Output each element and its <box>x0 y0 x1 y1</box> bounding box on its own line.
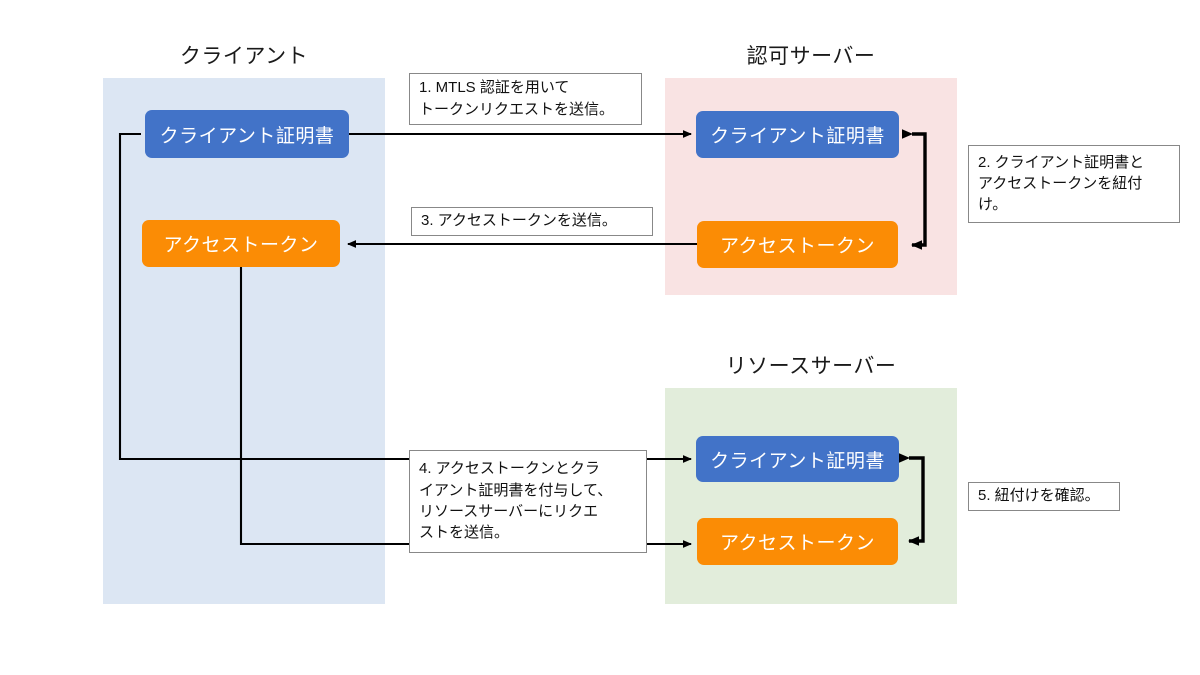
node-client-certificate[interactable]: クライアント証明書 <box>145 110 349 158</box>
note-line: 2. クライアント証明書と <box>978 153 1145 171</box>
node-label: クライアント証明書 <box>159 125 335 147</box>
panel-title-client: クライアント <box>179 45 309 68</box>
note-step-1: 1. MTLS 認証を用いて トークンリクエストを送信。 <box>409 73 642 125</box>
node-client-access-token[interactable]: アクセストークン <box>142 220 340 267</box>
note-line: 3. アクセストークンを送信。 <box>421 212 617 230</box>
note-step-4: 4. アクセストークンとクラ イアント証明書を付与して、 リソースサーバーにリク… <box>409 450 647 553</box>
node-auth-client-certificate[interactable]: クライアント証明書 <box>696 111 899 158</box>
note-line: トークンリクエストを送信。 <box>419 100 615 118</box>
node-label: アクセストークン <box>163 235 319 256</box>
panel-client <box>103 78 385 604</box>
note-line: 5. 紐付けを確認。 <box>978 487 1100 505</box>
note-line: アクセストークンを紐付 <box>978 174 1143 192</box>
note-line: け。 <box>978 196 1008 214</box>
panel-title-resource-server: リソースサーバー <box>725 355 897 378</box>
node-label: クライアント証明書 <box>710 126 885 147</box>
note-step-2: 2. クライアント証明書と アクセストークンを紐付 け。 <box>968 145 1180 223</box>
node-resource-access-token[interactable]: アクセストークン <box>697 518 898 565</box>
node-label: クライアント証明書 <box>710 450 885 472</box>
note-line: ストを送信。 <box>419 524 510 542</box>
node-auth-access-token[interactable]: アクセストークン <box>697 221 898 268</box>
note-step-3: 3. アクセストークンを送信。 <box>411 207 653 236</box>
panel-title-auth-server: 認可サーバー <box>746 45 876 68</box>
note-line: イアント証明書を付与して、 <box>419 481 613 499</box>
note-step-5: 5. 紐付けを確認。 <box>968 482 1120 511</box>
note-line: リソースサーバーにリクエ <box>419 503 599 520</box>
node-label: アクセストークン <box>719 533 876 554</box>
node-resource-client-certificate[interactable]: クライアント証明書 <box>696 436 899 482</box>
node-label: アクセストークン <box>719 236 876 257</box>
note-line: 1. MTLS 認証を用いて <box>419 79 570 97</box>
note-line: 4. アクセストークンとクラ <box>419 460 600 478</box>
